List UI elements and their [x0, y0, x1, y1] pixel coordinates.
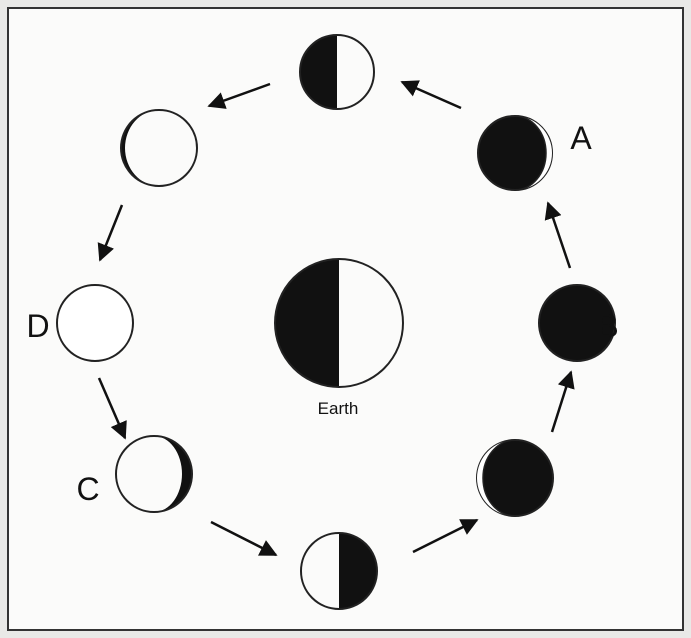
moon-d — [57, 285, 133, 361]
label-a: A — [570, 120, 592, 156]
label-b: B — [597, 308, 618, 344]
label-d: D — [26, 308, 49, 344]
earth-label: Earth — [318, 399, 359, 418]
moon-a — [478, 116, 552, 190]
moon-lower-right — [477, 440, 553, 516]
label-c: C — [76, 471, 99, 507]
